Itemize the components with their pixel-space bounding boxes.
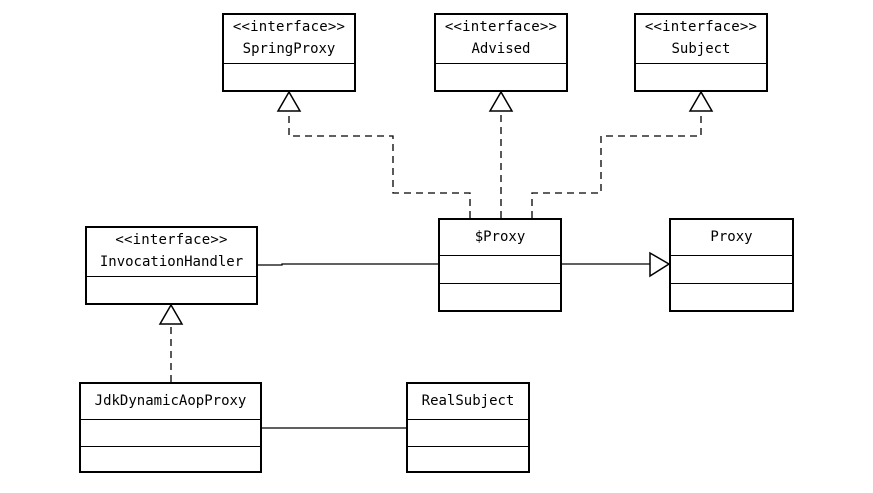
class-compartment-divider — [671, 283, 792, 284]
class-invocationhandler: <<interface>> InvocationHandler — [85, 226, 258, 305]
generalization-triangle-proxy — [649, 251, 671, 278]
class-jdkdynamicaopproxy: JdkDynamicAopProxy — [79, 382, 262, 473]
realization-triangle-advised — [488, 90, 514, 112]
class-header: RealSubject — [408, 384, 528, 420]
stereotype-label: <<interface>> — [644, 19, 758, 35]
class-springproxy: <<interface>> SpringProxy — [222, 13, 356, 92]
class-advised: <<interface>> Advised — [434, 13, 568, 92]
class-subject: <<interface>> Subject — [634, 13, 768, 92]
class-header: <<interface>> Subject — [636, 15, 766, 64]
class-header: JdkDynamicAopProxy — [81, 384, 260, 420]
class-header: <<interface>> InvocationHandler — [87, 228, 256, 277]
class-compartment-divider — [440, 283, 560, 284]
class-name: JdkDynamicAopProxy — [94, 393, 247, 409]
class-header: $Proxy — [440, 220, 560, 256]
class-name: Advised — [471, 41, 531, 57]
class-name: $Proxy — [474, 229, 526, 245]
realization-triangle-subject — [688, 90, 714, 112]
class-realsubject: RealSubject — [406, 382, 530, 473]
class-compartment-divider — [408, 446, 528, 447]
realization-triangle-invocationhandler — [158, 303, 184, 325]
association-invocationhandler-proxy — [258, 263, 438, 266]
stereotype-label: <<interface>> — [444, 19, 558, 35]
class-name: Subject — [671, 41, 731, 57]
class-dollar-proxy: $Proxy — [438, 218, 562, 312]
class-name: Proxy — [710, 229, 753, 245]
class-name: InvocationHandler — [99, 254, 244, 270]
class-header: <<interface>> Advised — [436, 15, 566, 64]
class-compartment-divider — [81, 446, 260, 447]
class-proxy: Proxy — [669, 218, 794, 312]
realization-triangle-springproxy — [276, 90, 302, 112]
class-header: <<interface>> SpringProxy — [224, 15, 354, 64]
class-name: RealSubject — [421, 393, 515, 409]
class-header: Proxy — [671, 220, 792, 256]
realization-proxy-subject — [531, 111, 702, 218]
stereotype-label: <<interface>> — [232, 19, 346, 35]
realization-proxy-springproxy — [288, 111, 471, 218]
class-name: SpringProxy — [242, 41, 336, 57]
stereotype-label: <<interface>> — [115, 232, 228, 248]
